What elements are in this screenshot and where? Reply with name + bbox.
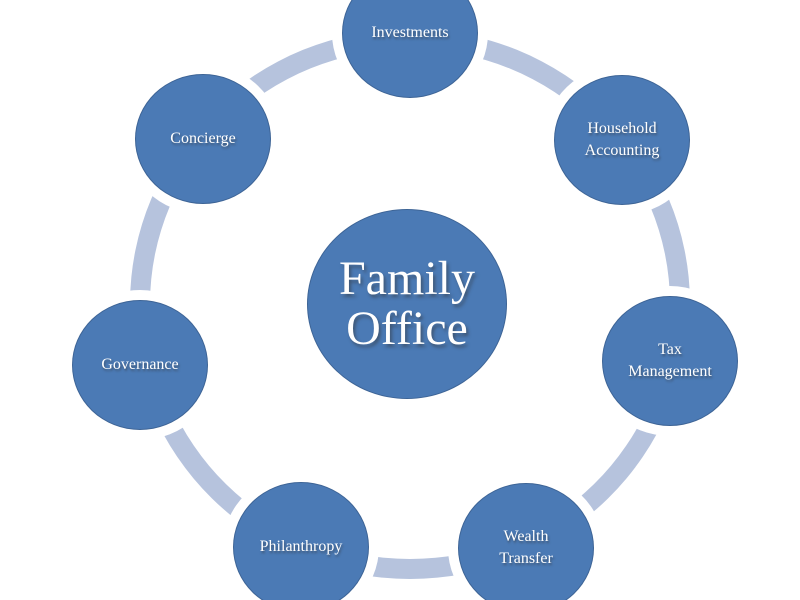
node-label-household-accounting: Household Accounting	[584, 119, 660, 159]
node-governance: Governance	[72, 300, 208, 430]
node-label-investments: Investments	[371, 23, 449, 41]
node-wealth-transfer: Wealth Transfer	[458, 483, 594, 600]
node-household-accounting: Household Accounting	[554, 75, 690, 205]
node-tax-management: Tax Management	[602, 296, 738, 426]
node-label-tax-management: Tax Management	[628, 340, 712, 380]
node-concierge: Concierge	[135, 74, 271, 204]
node-label-wealth-transfer: Wealth Transfer	[499, 527, 553, 567]
node-label-family-office: Family Office	[338, 251, 475, 355]
node-philanthropy: Philanthropy	[233, 482, 369, 600]
node-label-concierge: Concierge	[170, 129, 236, 147]
node-family-office: Family Office	[307, 209, 507, 399]
node-label-governance: Governance	[101, 355, 179, 373]
node-label-philanthropy: Philanthropy	[259, 537, 343, 555]
